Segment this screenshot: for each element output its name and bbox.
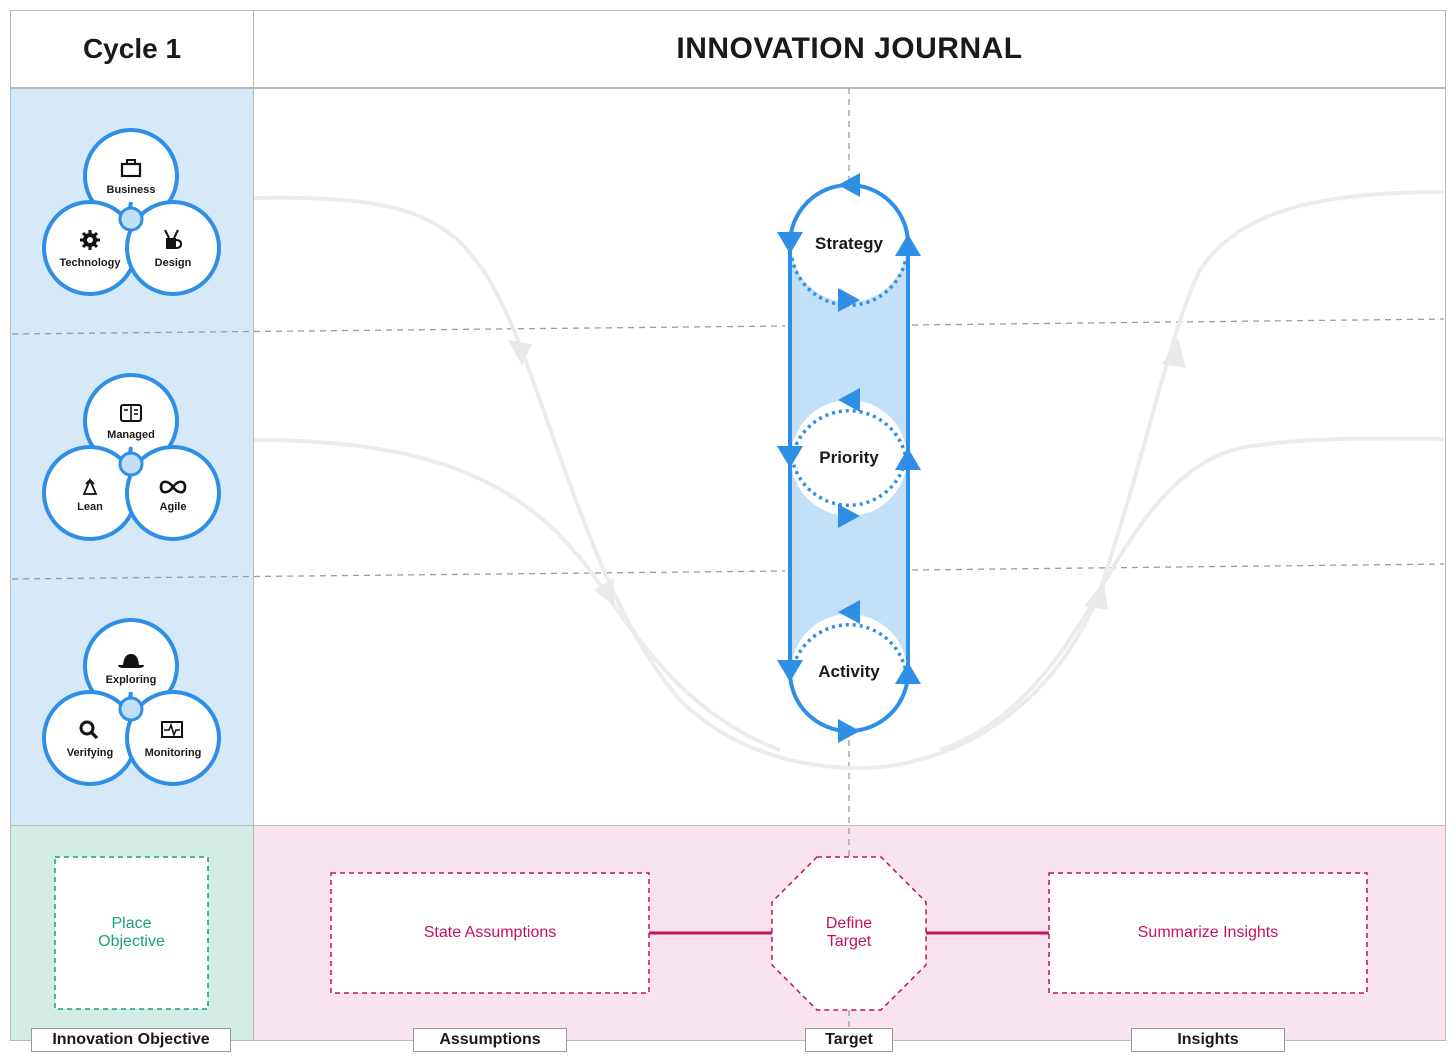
tab-target: Target [805, 1028, 893, 1052]
magnifier-icon [79, 720, 99, 740]
venn-label-design: Design [154, 257, 192, 269]
tab-innovation-objective: Innovation Objective [31, 1028, 231, 1052]
insights-text[interactable]: Summarize Insights [1137, 924, 1279, 941]
tab-insights: Insights [1131, 1028, 1285, 1052]
hat-icon [118, 654, 144, 668]
recycle-icon [82, 477, 98, 495]
venn-label-technology: Technology [59, 257, 121, 269]
venn-label-agile: Agile [159, 501, 187, 513]
insights-box[interactable] [1048, 872, 1368, 994]
page-title: INNOVATION JOURNAL [253, 10, 1446, 88]
venn-label-monitoring: Monitoring [144, 747, 202, 759]
infinity-icon [159, 480, 187, 494]
venn-label-managed: Managed [107, 429, 155, 441]
cycle-node-strategy: Strategy [815, 234, 884, 253]
tab-assumptions: Assumptions [413, 1028, 567, 1052]
kanban-board-icon [120, 404, 142, 422]
briefcase-icon [120, 159, 142, 178]
assumptions-text[interactable]: State Assumptions [423, 924, 557, 941]
venn-group-strategy [42, 128, 221, 296]
venn-label-verifying: Verifying [66, 747, 114, 759]
mug-brush-icon [164, 229, 183, 249]
venn-label-business: Business [106, 184, 156, 196]
cycle-loop [777, 173, 921, 743]
venn-group-activity [42, 618, 221, 786]
venn-label-exploring: Exploring [105, 674, 157, 686]
objective-box[interactable] [54, 856, 209, 1010]
gear-icon [80, 230, 100, 250]
assumptions-box[interactable] [330, 872, 650, 994]
venn-label-lean: Lean [77, 501, 103, 513]
flow-arrowheads [508, 338, 1186, 610]
target-octagon[interactable] [771, 856, 927, 1011]
cycle-node-priority: Priority [819, 448, 879, 467]
cycle-node-activity: Activity [818, 662, 880, 681]
cycle-label: Cycle 1 [10, 10, 254, 88]
venn-group-priority [42, 373, 221, 541]
heartbeat-monitor-icon [161, 721, 183, 738]
